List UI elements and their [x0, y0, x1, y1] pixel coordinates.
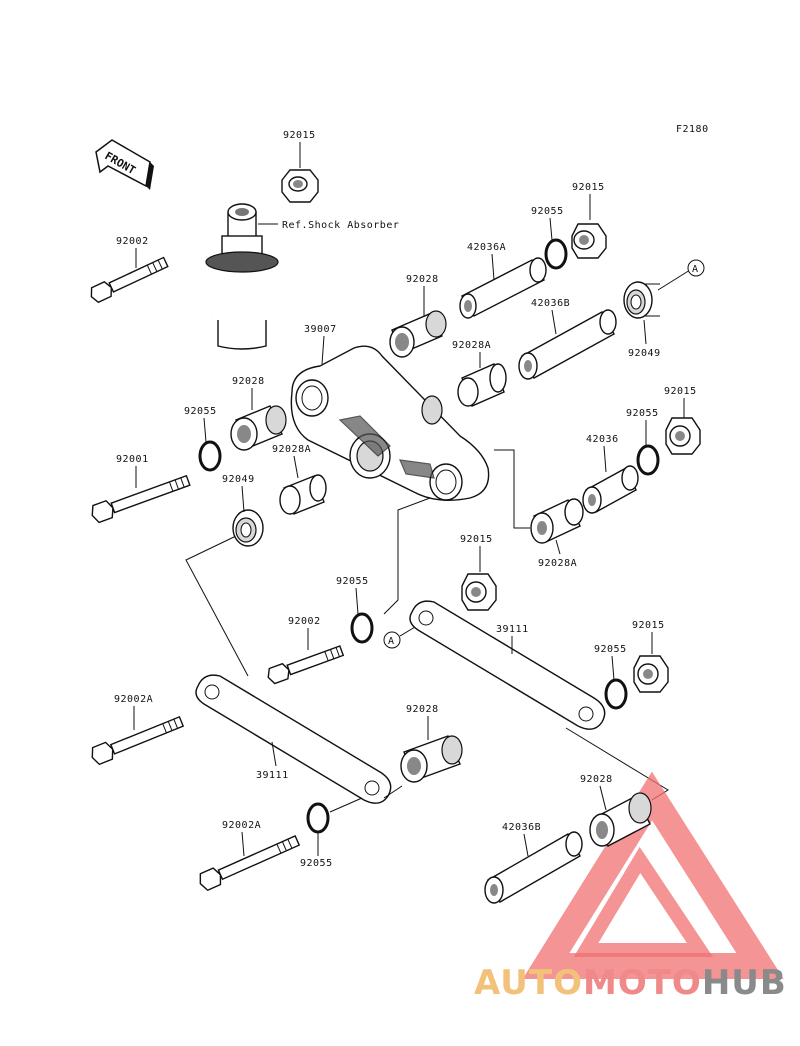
label-92002a-bottom: 92002A: [222, 820, 261, 831]
label-92028-bottom: 92028: [580, 774, 613, 785]
o-ring-92055-mid: [350, 612, 374, 644]
o-ring-92055-left: [198, 440, 222, 472]
bolt-92002a-bottom: [199, 835, 301, 892]
callout-a-mid: [383, 631, 401, 649]
callout-a-top: [687, 259, 705, 277]
bushing-92028a-top: [457, 363, 507, 407]
label-92002-mid: 92002: [288, 616, 321, 627]
watermark-moto: MOTO: [583, 963, 702, 1003]
label-42036b-bottom: 42036B: [502, 822, 541, 833]
watermark-auto: AUTO: [474, 963, 583, 1003]
sleeve-42036b-top: [518, 309, 617, 380]
label-92028a-left: 92028A: [272, 444, 311, 455]
label-92055-bottom: 92055: [300, 858, 333, 869]
label-92028-low: 92028: [406, 704, 439, 715]
label-92055-r2: 92055: [626, 408, 659, 419]
label-92049-right: 92049: [628, 348, 661, 359]
collar-92049-right: [623, 281, 660, 319]
bolt-92002-mid: [267, 645, 345, 685]
label-92028-top: 92028: [406, 274, 439, 285]
bushing-92028a-left: [279, 474, 327, 515]
label-92015-r3: 92015: [632, 620, 665, 631]
label-92015-mid: 92015: [460, 534, 493, 545]
label-92028a-top: 92028A: [452, 340, 491, 351]
nut-92015-right-1: [571, 223, 607, 259]
o-ring-92055-right-2: [636, 444, 660, 476]
o-ring-92055-right-1: [544, 238, 568, 270]
label-92015-r2: 92015: [664, 386, 697, 397]
bushing-92028-left: [230, 405, 287, 451]
nut-92015-right-2: [665, 417, 701, 455]
tie-rod-39111-right: [409, 600, 606, 730]
label-92015-top: 92015: [283, 130, 316, 141]
bolt-92002-top: [90, 256, 169, 304]
watermark-hub: HUB: [702, 963, 787, 1003]
bushing-92028a-bottom: [530, 498, 584, 544]
nut-92015-right-3: [633, 655, 669, 693]
label-92002a-top: 92002A: [114, 694, 153, 705]
sleeve-42036: [582, 465, 639, 514]
label-42036b-top: 42036B: [531, 298, 570, 309]
label-39111-right: 39111: [496, 624, 529, 635]
bushing-92028-bottom: [589, 792, 652, 847]
label-92028a-bottom: 92028A: [538, 558, 577, 569]
o-ring-92055-right-3: [604, 678, 628, 710]
label-39007: 39007: [304, 324, 337, 335]
sleeve-42036a: [459, 257, 547, 319]
sleeve-42036b-bottom: [484, 831, 583, 904]
bolt-92002a-top: [91, 715, 185, 766]
ref-shock-absorber-label: Ref.Shock Absorber: [282, 220, 399, 231]
tie-rod-39111-left: [195, 674, 392, 804]
bushing-92028-low: [400, 735, 463, 783]
svg-text:AUTOMOTOHUB: AUTOMOTOHUB: [474, 963, 787, 1003]
callout-a-top-label: A: [692, 264, 699, 275]
label-42036: 42036: [586, 434, 619, 445]
label-42036a: 42036A: [467, 242, 506, 253]
label-92055-left: 92055: [184, 406, 217, 417]
bushing-92028-top: [389, 310, 447, 358]
label-92049-left: 92049: [222, 474, 255, 485]
label-92015-r1: 92015: [572, 182, 605, 193]
collar-92049-left: [232, 509, 264, 547]
figure-code: F2180: [676, 124, 709, 135]
shock-absorber: [205, 203, 279, 350]
label-92055-mid: 92055: [336, 576, 369, 587]
rocker-arm-39007: [290, 345, 490, 501]
o-ring-92055-bottom: [306, 802, 330, 834]
nut-92015-mid: [461, 573, 497, 611]
label-92055-r1: 92055: [531, 206, 564, 217]
label-92002-top: 92002: [116, 236, 149, 247]
label-92055-r3: 92055: [594, 644, 627, 655]
bolt-92001: [91, 474, 191, 524]
callout-a-mid-label: A: [388, 636, 395, 647]
label-92001: 92001: [116, 454, 149, 465]
automotohub-logo: AUTOMOTOHUB: [474, 771, 787, 1003]
front-arrow-icon: FRONT: [95, 139, 154, 190]
nut-92015-top: [281, 169, 319, 203]
label-92028-left: 92028: [232, 376, 265, 387]
label-39111-left: 39111: [256, 770, 289, 781]
